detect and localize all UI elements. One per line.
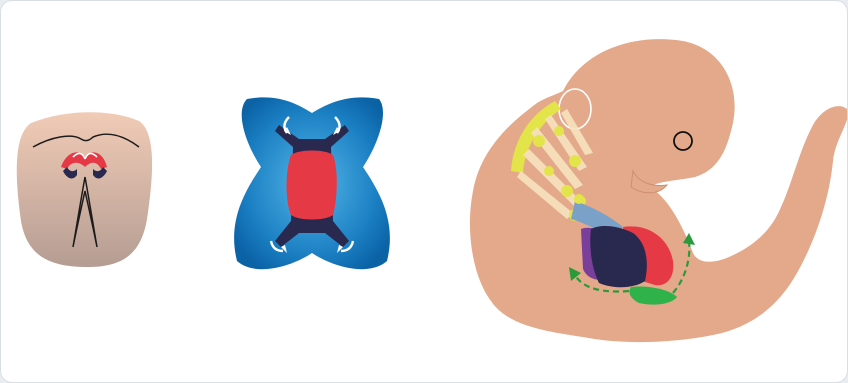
heart-tube-red (287, 151, 337, 220)
embryo-lateral-diagram (463, 31, 848, 361)
cell-entry-marker (574, 194, 584, 204)
folding-schematic-panel (229, 91, 395, 281)
embryonic-disc (17, 112, 152, 267)
disc-embryo-panel (11, 109, 157, 271)
folding-schematic-diagram (229, 91, 395, 281)
disc-embryo-diagram (11, 109, 157, 271)
embryo-lateral-panel (463, 31, 848, 361)
